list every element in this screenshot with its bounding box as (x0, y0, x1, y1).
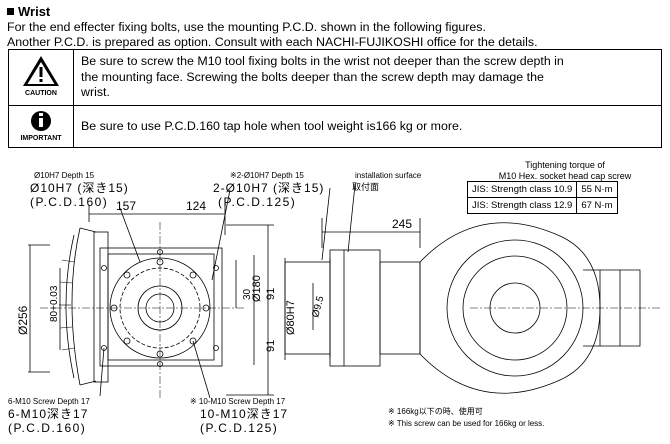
install-surface-jp: 取付面 (352, 182, 379, 192)
important-info-icon (31, 111, 51, 131)
dim-256: Ø256 (16, 305, 30, 335)
dim-80h7: Ø80H7 (285, 300, 297, 335)
torque-caption-line: Tightening torque of (525, 160, 605, 170)
dim-91-lower: 91 (265, 340, 277, 352)
torque-table: JIS: Strength class 10.9 55 N·m JIS: Str… (466, 181, 618, 214)
flange-arc (71, 227, 81, 386)
install-surface-label: installation surface (355, 171, 422, 180)
torque-caption: Tightening torque of M10 Hex. socket hea… (470, 160, 660, 182)
important-label: IMPORTANT (20, 135, 62, 142)
dim-157: 157 (116, 199, 136, 213)
pin2-label-small: ※2-Ø10H7 Depth 15 (230, 171, 304, 180)
torque-caption-line: M10 Hex. socket head cap screw (498, 171, 632, 181)
important-icon-cell: IMPORTANT (9, 106, 74, 148)
caution-icon-cell: CAUTION (9, 50, 74, 105)
table-cell: JIS: Strength class 12.9 (466, 197, 578, 214)
screw10-label-small: ※ 10-M10 Screw Depth 17 (190, 397, 286, 406)
flange-arc-outer (65, 234, 75, 379)
pin2-label-big: 2-Ø10H7 (深き15) (213, 181, 324, 195)
caution-text-line: wrist. (81, 85, 110, 99)
intro-line-1: For the end effecter fixing bolts, use t… (7, 20, 486, 34)
caution-triangle-icon (23, 56, 59, 86)
screw10-label-big: 10-M10深き17 (200, 407, 288, 421)
dim-30: 30 (242, 288, 253, 300)
pin-pcd-label: (P.C.D.160) (30, 195, 108, 209)
screw6-label-big: 6-M10深き17 (8, 407, 88, 421)
table-cell: 67 N·m (576, 197, 618, 214)
section-title: Wrist (18, 4, 51, 19)
intro-line-2: Another P.C.D. is prepared as option. Co… (7, 35, 538, 49)
dim-80: 80+0.03 (49, 285, 60, 322)
caution-label: CAUTION (25, 90, 57, 97)
caution-text-line: Be sure to screw the M10 tool fixing bol… (81, 54, 564, 68)
dim-91-upper: 91 (265, 288, 277, 300)
screw10-pcd-label: (P.C.D.125) (200, 421, 278, 435)
pin-label-small: Ø10H7 Depth 15 (34, 171, 95, 180)
wrist-side-flange (329, 249, 381, 367)
screw6-label-small: 6-M10 Screw Depth 17 (8, 397, 90, 406)
section-header: Wrist (7, 4, 50, 19)
weight-note-en: ※ This screw can be used for 166kg or le… (388, 419, 544, 428)
pin2-pcd-label: (P.C.D.125) (218, 195, 296, 209)
important-text-line: Be sure to use P.C.D.160 tap hole when t… (81, 119, 463, 133)
pin-label-big: Ø10H7 (深き15) (30, 181, 129, 195)
caution-row: CAUTION Be sure to screw the M10 tool fi… (9, 50, 661, 106)
weight-note-jp: ※ 166kg以下の時、使用可 (388, 406, 483, 416)
caution-text-line: the mounting face. Screwing the bolts de… (81, 69, 544, 84)
table-row: JIS: Strength class 12.9 67 N·m (466, 197, 618, 214)
important-row: IMPORTANT Be sure to use P.C.D.160 tap h… (9, 106, 661, 148)
dim-245: 245 (392, 217, 412, 231)
notice-box: CAUTION Be sure to screw the M10 tool fi… (8, 49, 662, 148)
dim-124: 124 (186, 199, 206, 213)
bullet-square-icon (7, 8, 14, 15)
dim-180: Ø180 (251, 275, 263, 302)
screw6-pcd-label: (P.C.D.160) (8, 421, 86, 435)
arm-joint-circle (446, 239, 584, 377)
